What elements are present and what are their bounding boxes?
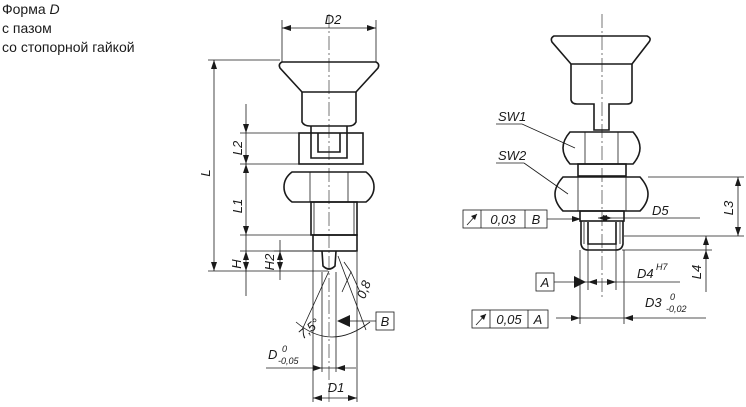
- arrowhead: [277, 251, 283, 260]
- arrowhead: [336, 365, 345, 371]
- right-collar: [577, 163, 627, 177]
- l2-label: L2: [230, 140, 245, 155]
- right-knob: [550, 35, 651, 65]
- frame1-value: 0,03: [490, 212, 516, 227]
- arrowhead: [703, 250, 709, 259]
- d3-tol-upper: 0: [670, 292, 675, 302]
- frame2-datum: A: [533, 312, 543, 327]
- left-lock-nut: [283, 171, 375, 203]
- frame2-value: 0,05: [496, 312, 522, 327]
- arrowhead: [243, 226, 249, 235]
- arrowhead: [277, 262, 283, 271]
- arrowhead: [571, 315, 580, 321]
- arrowhead: [313, 365, 322, 371]
- d3-label: D3: [645, 295, 662, 310]
- right-threaded-sleeve: [580, 221, 624, 251]
- tolerance-frame-2: [471, 309, 549, 329]
- left-sleeve-end: [312, 234, 358, 252]
- caption-line-slot: с пазом: [2, 20, 52, 36]
- arrowhead: [367, 25, 376, 31]
- runout-symbol-arrow: [471, 214, 477, 220]
- right-sw1-nut: [562, 131, 641, 165]
- h-label: H: [229, 259, 244, 269]
- datum-b-box: [375, 311, 395, 331]
- sw2-label: SW2: [498, 148, 527, 163]
- caption-line-locknut: со стопорной гайкой: [2, 39, 135, 55]
- arrowhead: [735, 227, 741, 236]
- caption-line-form: Форма D: [2, 1, 60, 17]
- angle-leg: [301, 270, 330, 331]
- arrowhead: [243, 251, 249, 260]
- l1-label: L1: [230, 199, 245, 213]
- right-view: SW1 SW2 0,03 B D5 L3 L4: [462, 14, 744, 329]
- arrowhead: [243, 262, 249, 271]
- arrowhead: [603, 215, 612, 221]
- d-tol-upper: 0: [282, 344, 287, 354]
- roughness-leader: [343, 261, 352, 273]
- sw2-leader: [523, 162, 569, 195]
- h2-label: H2: [262, 253, 277, 270]
- right-knob-neck: [570, 64, 633, 131]
- arrowhead: [243, 124, 249, 133]
- left-grooved-nut: [298, 132, 364, 165]
- arrowhead: [313, 395, 322, 401]
- datum-b-label: B: [381, 314, 390, 329]
- arrowhead: [624, 315, 633, 321]
- left-view: D2 L L2 L1 H H2: [198, 12, 395, 404]
- l4-label: L4: [689, 265, 704, 279]
- d4-fit: H7: [656, 262, 668, 272]
- arrowhead: [282, 25, 291, 31]
- caption: Форма D с пазом со стопорной гайкой: [2, 0, 135, 57]
- right-sw2-nut: [554, 176, 649, 212]
- arrowhead: [735, 177, 741, 186]
- d-tol-lower: -0,05: [278, 356, 300, 366]
- runout-symbol-arrow: [480, 314, 486, 320]
- left-indexing-pin: [321, 250, 337, 270]
- angle-arc: [295, 321, 371, 338]
- arrowhead: [211, 262, 217, 271]
- frame1-datum: B: [532, 212, 541, 227]
- d1-label: D1: [328, 380, 345, 395]
- right-sleeve-top: [579, 210, 625, 222]
- left-pin-through-slot: [310, 126, 348, 159]
- left-knob-neck: [301, 92, 357, 127]
- arrowhead: [243, 164, 249, 173]
- d5-label: D5: [652, 203, 669, 218]
- arrowhead: [703, 236, 709, 245]
- sw1-leader: [521, 123, 576, 149]
- d3-tol-lower: -0,02: [666, 304, 687, 314]
- angle-label: 7,5°: [295, 315, 322, 341]
- arrowhead: [607, 279, 616, 285]
- l3-label: L3: [721, 200, 736, 215]
- arrowhead: [348, 395, 357, 401]
- d-label: D: [268, 347, 277, 362]
- roughness-label: 0,8: [354, 278, 375, 301]
- d2-label: D2: [325, 12, 342, 27]
- arrowhead: [572, 216, 581, 222]
- datum-b-triangle: [337, 315, 350, 327]
- arrowhead: [588, 279, 597, 285]
- d4-label: D4: [637, 266, 654, 281]
- sw1-label: SW1: [498, 109, 526, 124]
- left-threaded-body: [310, 201, 358, 236]
- right-bore: [587, 222, 617, 245]
- datum-a-label: A: [540, 275, 550, 290]
- angle-leg: [337, 255, 367, 331]
- arrowhead: [211, 60, 217, 69]
- l-label: L: [198, 169, 213, 176]
- arrowhead: [243, 155, 249, 164]
- left-nut-slot: [317, 133, 341, 153]
